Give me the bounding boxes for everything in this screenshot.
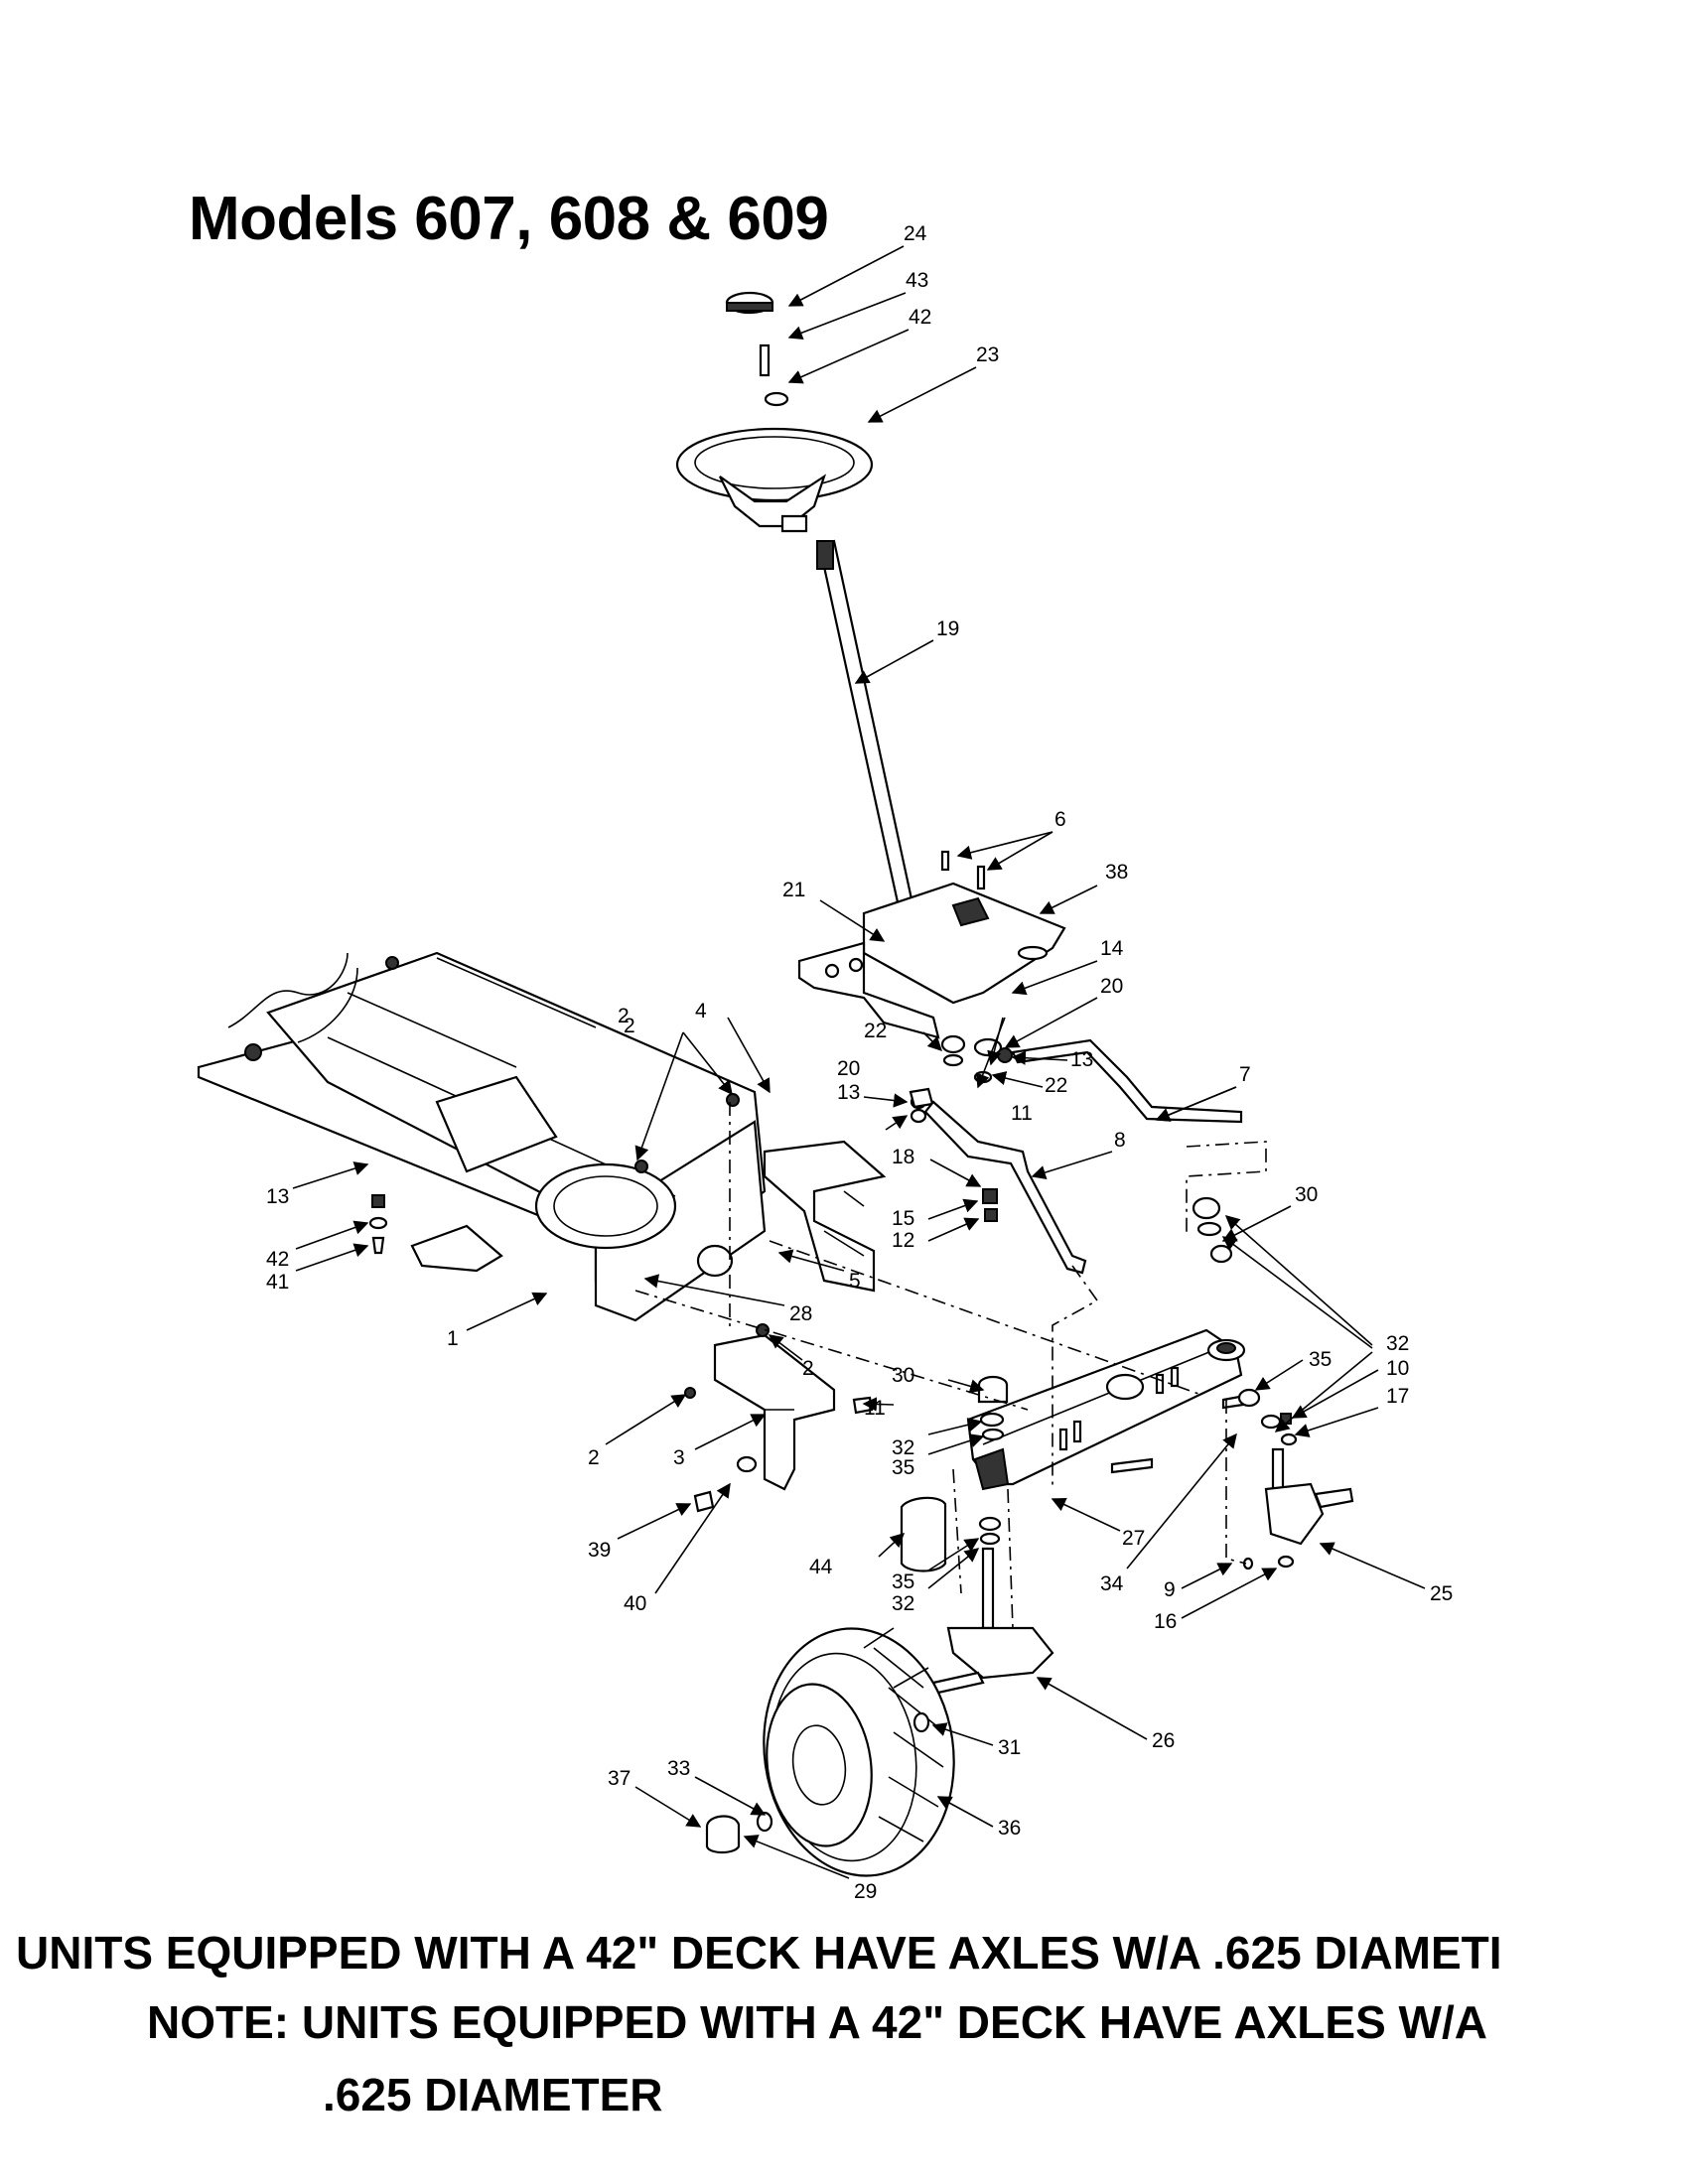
callout-label: 4 [695, 1000, 707, 1023]
callout-label: 11 [1011, 1102, 1033, 1125]
callout-label: 42 [909, 306, 931, 329]
callout-label: 1 [447, 1327, 459, 1350]
steering-plate-part [797, 850, 1066, 1039]
callout-label: 2 [624, 1015, 635, 1037]
callout-label: 12 [892, 1229, 914, 1252]
wheel-part [705, 1627, 955, 1877]
callout-label: 33 [667, 1757, 690, 1780]
callout-label: 13 [1070, 1048, 1093, 1071]
callout-label: 35 [1309, 1348, 1332, 1371]
callout-label: 29 [854, 1880, 877, 1903]
callout-label: 26 [1152, 1729, 1175, 1752]
callout-label: 2 [588, 1446, 600, 1469]
callout-label: 7 [1239, 1063, 1251, 1086]
callout-label: 27 [1122, 1527, 1145, 1550]
callout-label: 16 [1154, 1610, 1177, 1633]
callout-label: 2 [618, 1005, 630, 1027]
callout-label: 11 [864, 1397, 886, 1420]
drag-link-part [1011, 1038, 1243, 1124]
callout-label: 10 [1386, 1357, 1409, 1380]
callout-label: 19 [936, 617, 959, 640]
callout-label: 15 [892, 1207, 914, 1230]
spindle-left-part [931, 1547, 1054, 1695]
spindle-right-part [1264, 1447, 1354, 1569]
callout-label: 34 [1100, 1572, 1124, 1595]
callout-label: 5 [849, 1270, 861, 1293]
callout-label: 6 [1054, 808, 1066, 831]
callout-label: 9 [1164, 1578, 1176, 1601]
frame-part [197, 951, 767, 1322]
callout-label: 35 [892, 1456, 914, 1479]
callout-label: 25 [1430, 1582, 1453, 1605]
callout-label: 18 [892, 1146, 914, 1168]
bracket-part-4 [763, 1140, 887, 1293]
diagram-title: Models 607, 608 & 609 [189, 185, 829, 253]
callout-label: 32 [892, 1592, 914, 1615]
steering-wheel-part [675, 291, 874, 533]
callout-label: 36 [998, 1817, 1021, 1840]
callout-label: 32 [1386, 1332, 1409, 1355]
callout-label: 2 [802, 1357, 814, 1380]
callout-label: 37 [608, 1767, 631, 1790]
callout-label: 40 [624, 1592, 646, 1615]
front-axle-part [966, 1328, 1258, 1491]
callout-label: 22 [864, 1020, 887, 1042]
callout-label: 42 [266, 1248, 289, 1271]
note-line-2: NOTE: UNITS EQUIPPED WITH A 42" DECK HAV… [147, 1996, 1487, 2048]
callout-label: 28 [789, 1302, 812, 1325]
callout-label: 13 [837, 1081, 860, 1104]
callout-label: 35 [892, 1570, 914, 1593]
callout-label: 20 [837, 1057, 860, 1080]
callout-label: 38 [1105, 861, 1128, 884]
callout-label: 21 [782, 879, 805, 901]
callout-label: 32 [892, 1436, 914, 1459]
callout-label: 24 [904, 222, 927, 245]
steering-hardware-part [909, 1034, 1013, 1124]
callout-label: 14 [1100, 937, 1124, 960]
callout-label: 17 [1386, 1385, 1409, 1408]
callout-label: 13 [266, 1185, 289, 1208]
callout-label: 8 [1114, 1129, 1126, 1152]
callout-label: 31 [998, 1736, 1021, 1759]
callout-label: 22 [1045, 1074, 1067, 1097]
note-line-3: .625 DIAMETER [323, 2069, 663, 2120]
callout-label: 30 [1295, 1183, 1318, 1206]
note-line-1: UNITS EQUIPPED WITH A 42" DECK HAVE AXLE… [16, 1927, 1502, 1979]
tie-rod-part [923, 1100, 1087, 1275]
callout-labels: 24 43 42 23 19 6 38 21 14 20 22 13 22 11… [266, 222, 1453, 1903]
callout-label: 30 [892, 1364, 914, 1387]
callout-label: 44 [809, 1556, 833, 1578]
callout-label: 41 [266, 1271, 289, 1294]
steering-shaft-part [816, 539, 923, 933]
leader-arrows [292, 245, 1426, 1879]
bracket-part-3 [713, 1333, 836, 1491]
callout-label: 3 [673, 1446, 685, 1469]
assembly-lines [634, 1102, 1267, 1629]
callout-label: 39 [588, 1539, 611, 1562]
sleeve-part [900, 1496, 947, 1572]
callout-label: 43 [906, 269, 928, 292]
callout-label: 23 [976, 343, 999, 366]
callout-label: 20 [1100, 975, 1123, 998]
